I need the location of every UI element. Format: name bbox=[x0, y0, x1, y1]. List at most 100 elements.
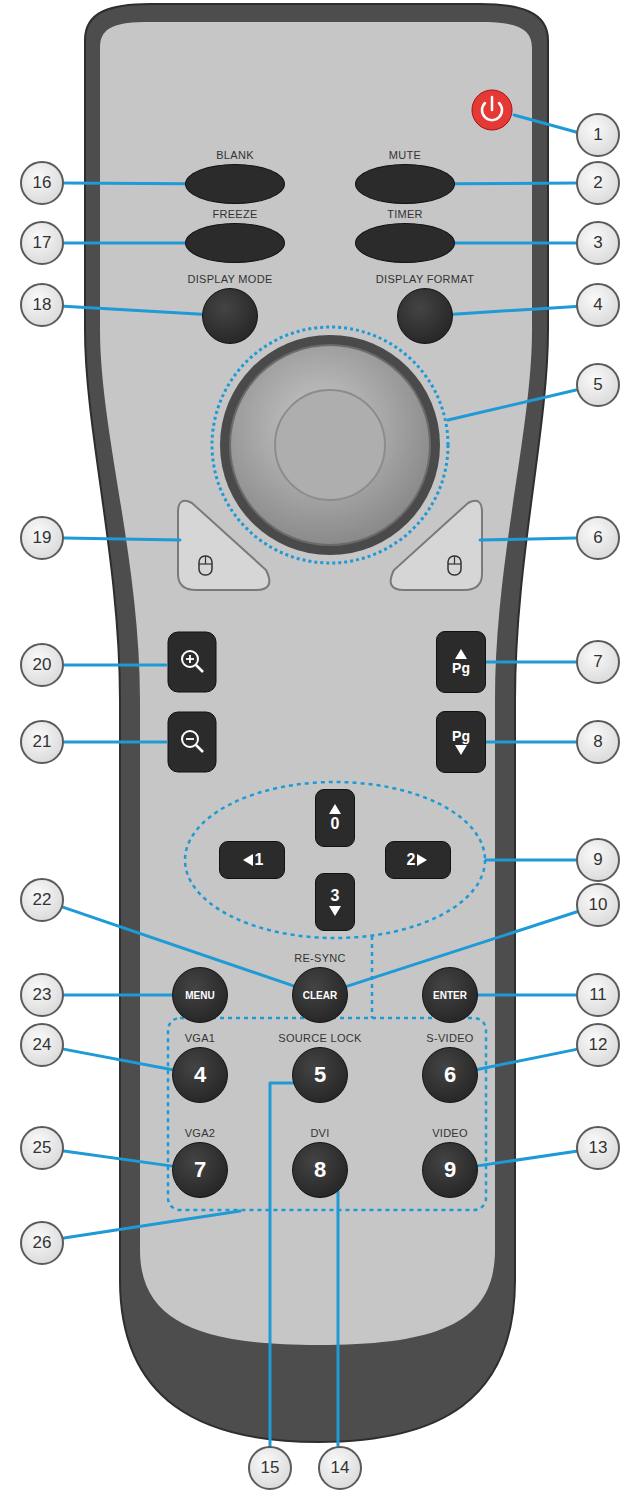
button-label: VGA2 bbox=[185, 1127, 216, 1139]
button-text: MENU bbox=[185, 990, 214, 1001]
power-symbol bbox=[491, 97, 494, 110]
oval-button: TIMER bbox=[355, 223, 455, 263]
callout-number: 20 bbox=[33, 655, 52, 675]
callout-number: 6 bbox=[593, 528, 602, 548]
callout-circle: 7 bbox=[576, 640, 620, 684]
leader-line bbox=[480, 538, 576, 540]
button-label: S-VIDEO bbox=[426, 1032, 473, 1044]
button-text: 8 bbox=[314, 1157, 326, 1183]
wheel-rim bbox=[220, 335, 440, 555]
wheel bbox=[230, 345, 430, 545]
callout-circle: 11 bbox=[576, 973, 620, 1017]
leader-line bbox=[486, 859, 576, 862]
arrow-icon bbox=[455, 649, 467, 659]
leader-line bbox=[486, 741, 576, 744]
arrow-icon bbox=[417, 854, 427, 866]
button-label: FREEZE bbox=[212, 208, 257, 220]
callout-number: 19 bbox=[33, 528, 52, 548]
callout-circle: 21 bbox=[20, 720, 64, 764]
wheel-outline bbox=[212, 327, 448, 563]
button-text: ENTER bbox=[433, 990, 467, 1001]
callout-number: 9 bbox=[593, 850, 602, 870]
button-text: 3 bbox=[331, 887, 340, 905]
callout-number: 25 bbox=[33, 1138, 52, 1158]
button-label: BLANK bbox=[216, 149, 254, 161]
key-button: MENU bbox=[172, 967, 228, 1023]
dpad-key: 0 bbox=[315, 789, 355, 847]
callout-circle: 16 bbox=[20, 161, 64, 205]
oval-button: BLANK bbox=[185, 164, 285, 204]
leader-line bbox=[478, 994, 576, 997]
callout-circle: 20 bbox=[20, 643, 64, 687]
leader-line bbox=[64, 182, 185, 186]
callout-circle: 22 bbox=[20, 878, 64, 922]
key-button: DVI8 bbox=[292, 1142, 348, 1198]
callout-circle: 3 bbox=[576, 221, 620, 265]
callout-circle: 18 bbox=[20, 283, 64, 327]
wheel-center bbox=[275, 390, 385, 500]
leader-line bbox=[486, 661, 576, 664]
leader-line bbox=[64, 664, 166, 667]
remote-body bbox=[85, 4, 548, 1442]
callout-number: 12 bbox=[589, 1035, 608, 1055]
leader-line bbox=[63, 907, 294, 986]
zoom-icon bbox=[182, 731, 198, 747]
leader-line bbox=[64, 1211, 240, 1238]
callout-circle: 15 bbox=[248, 1446, 292, 1490]
callout-number: 21 bbox=[33, 732, 52, 752]
dpad-outline bbox=[185, 782, 485, 938]
key-button: S-VIDEO6 bbox=[422, 1047, 478, 1103]
leader-line bbox=[64, 306, 202, 314]
callout-number: 16 bbox=[33, 173, 52, 193]
callout-circle: 13 bbox=[576, 1126, 620, 1170]
callout-circle: 23 bbox=[20, 973, 64, 1017]
mouse-icon bbox=[205, 556, 206, 564]
mouse-icon bbox=[454, 556, 455, 564]
round-button: DISPLAY FORMAT bbox=[397, 288, 453, 344]
oval-button: MUTE bbox=[355, 164, 455, 204]
callout-number: 2 bbox=[593, 173, 602, 193]
button-text: 4 bbox=[194, 1062, 206, 1088]
button-text: 5 bbox=[314, 1062, 326, 1088]
mouse-icon bbox=[448, 556, 461, 575]
remote-panel bbox=[100, 22, 532, 1345]
button-label: VIDEO bbox=[432, 1127, 468, 1139]
leader-line bbox=[64, 741, 166, 744]
key-button: VGA27 bbox=[172, 1142, 228, 1198]
callout-number: 26 bbox=[33, 1233, 52, 1253]
arrow-icon bbox=[243, 854, 253, 866]
button-label: TIMER bbox=[387, 208, 423, 220]
button-label: DISPLAY FORMAT bbox=[376, 273, 474, 285]
callout-circle: 17 bbox=[20, 221, 64, 265]
callout-circle: 25 bbox=[20, 1126, 64, 1170]
arrow-icon bbox=[417, 854, 427, 866]
button-text: 9 bbox=[444, 1157, 456, 1183]
key-button: SOURCE LOCK5 bbox=[292, 1047, 348, 1103]
leader-line bbox=[337, 1191, 340, 1446]
callout-number: 18 bbox=[33, 295, 52, 315]
key-button: VIDEO9 bbox=[422, 1142, 478, 1198]
leader-line bbox=[64, 1151, 172, 1166]
callout-circle: 24 bbox=[20, 1023, 64, 1067]
zoom-out-button bbox=[168, 712, 216, 772]
mouse-icon bbox=[199, 556, 212, 575]
callout-number: 8 bbox=[593, 732, 602, 752]
button-text: 7 bbox=[194, 1157, 206, 1183]
callout-number: 10 bbox=[589, 895, 608, 915]
callout-number: 7 bbox=[593, 652, 602, 672]
power-button bbox=[472, 90, 512, 130]
leader-line bbox=[64, 538, 180, 540]
page-button: Pg bbox=[436, 631, 486, 693]
callout-number: 14 bbox=[331, 1458, 350, 1478]
leader-line bbox=[455, 182, 576, 186]
leader-line bbox=[478, 1151, 577, 1166]
callout-number: 24 bbox=[33, 1035, 52, 1055]
zoom-icon bbox=[189, 655, 191, 663]
page-button: Pg bbox=[436, 711, 486, 773]
callout-circle: 9 bbox=[576, 838, 620, 882]
zoom-icon bbox=[196, 665, 203, 672]
button-text: 1 bbox=[255, 851, 264, 869]
zoom-in-button bbox=[168, 632, 216, 692]
leader-line bbox=[448, 390, 576, 420]
arrow-icon bbox=[455, 745, 467, 755]
